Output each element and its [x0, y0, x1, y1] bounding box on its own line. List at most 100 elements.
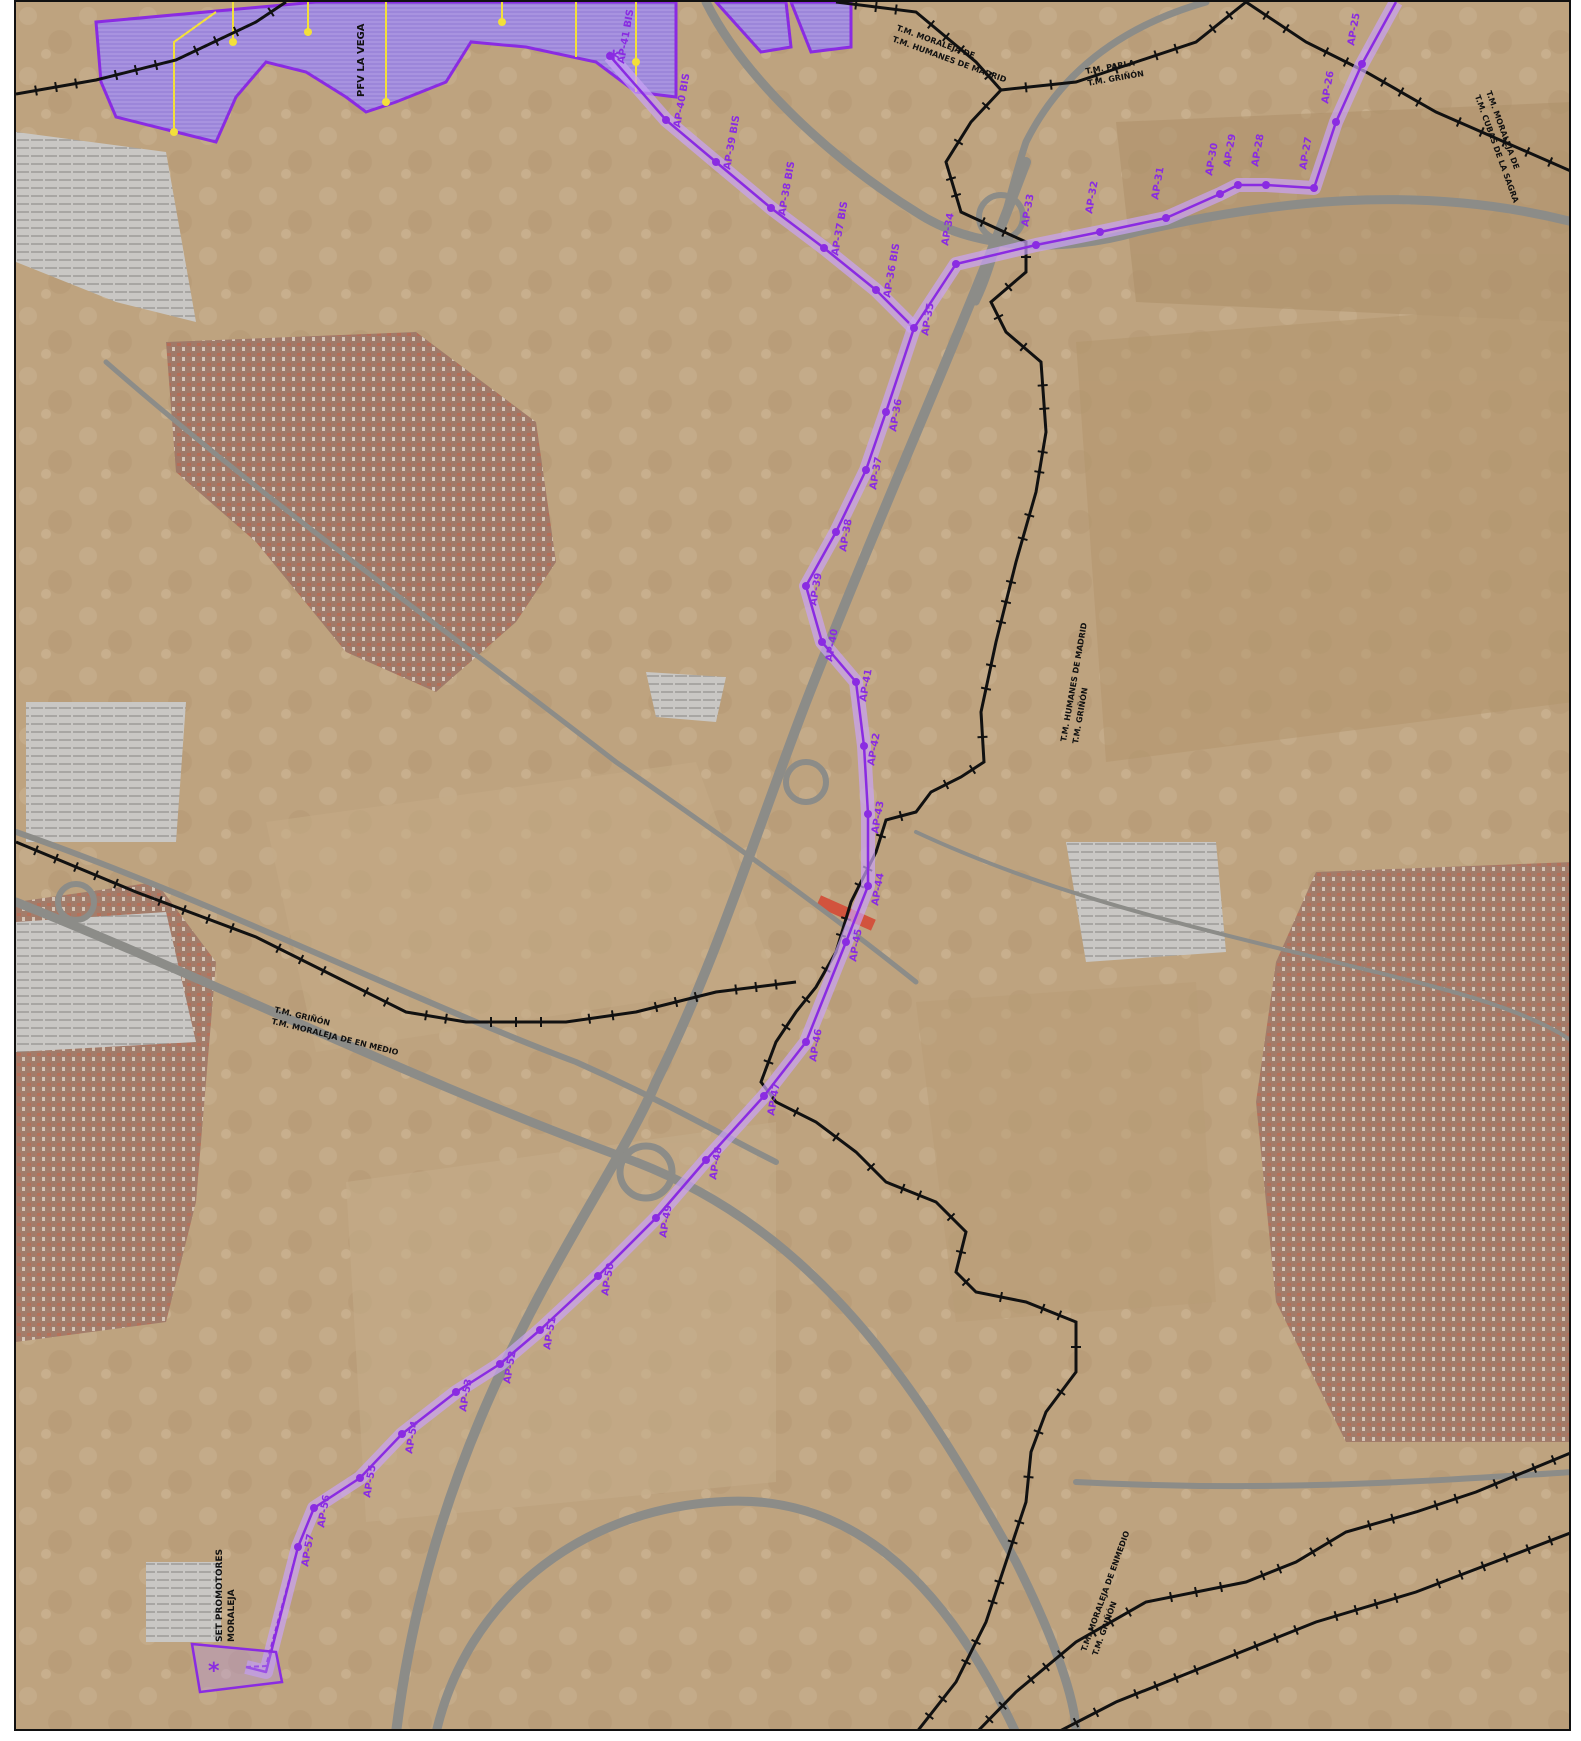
boundary-tick — [1125, 1607, 1132, 1617]
tower-node[interactable] — [1310, 184, 1318, 192]
pfv-zone[interactable]: PFV LA VEGA — [94, 2, 853, 144]
boundary-tick — [1525, 1544, 1531, 1555]
tower-node[interactable] — [842, 938, 850, 946]
tower-node[interactable] — [1162, 214, 1170, 222]
tower-node[interactable] — [594, 1272, 602, 1280]
boundary-tick — [212, 36, 220, 46]
feeder-lines — [173, 2, 637, 132]
boundary-tick — [801, 995, 811, 1004]
tower-node[interactable] — [1032, 241, 1040, 249]
boundary-tick — [955, 1249, 967, 1255]
boundary-tick — [792, 1107, 800, 1117]
roundabout-south — [616, 1142, 676, 1202]
industrial-sw — [16, 912, 196, 1052]
boundary-tick — [1415, 97, 1422, 107]
boundary-tick — [1393, 1592, 1399, 1604]
boundary-tick — [916, 1190, 923, 1201]
tower-node[interactable] — [496, 1360, 504, 1368]
boundary-tick — [899, 1183, 906, 1194]
tower-node[interactable] — [606, 52, 614, 60]
boundary-tick — [945, 176, 957, 182]
tower-node[interactable] — [536, 1326, 544, 1334]
tower-node[interactable] — [1358, 60, 1366, 68]
route-branch-east[interactable] — [912, 2, 1398, 329]
tower-node[interactable] — [818, 638, 826, 646]
boundary-tick — [1057, 1650, 1065, 1659]
boundary-tick — [987, 1599, 998, 1605]
tower-node[interactable] — [832, 528, 840, 536]
boundary-tick — [1511, 1470, 1518, 1482]
boundary-tick — [874, 2, 878, 13]
tower-node[interactable] — [702, 1156, 710, 1164]
boundary-tick — [34, 85, 38, 96]
boundary-tick — [1033, 1429, 1044, 1435]
boundary-line — [1060, 1531, 1569, 1729]
boundary-tick — [1039, 1303, 1046, 1314]
boundary-tick — [1024, 82, 1028, 93]
boundary-tick — [1219, 1581, 1223, 1593]
tower-node[interactable] — [452, 1388, 460, 1396]
pfv-zone-east-a[interactable] — [713, 2, 793, 54]
tower-node[interactable] — [1096, 228, 1104, 236]
boundary-tick — [320, 965, 327, 976]
industrial-nw — [16, 132, 196, 322]
tower-node[interactable] — [882, 408, 890, 416]
tower-node[interactable] — [652, 1214, 660, 1222]
boundary-tick — [774, 979, 778, 990]
boundary-tick — [113, 878, 119, 889]
tower-node[interactable] — [802, 1038, 810, 1046]
tower-node[interactable] — [712, 158, 720, 166]
urban-areas — [16, 132, 1569, 1642]
boundary-tick — [1092, 1707, 1100, 1718]
tower-node[interactable] — [860, 742, 868, 750]
tower-node[interactable] — [767, 204, 775, 212]
boundary-tick — [995, 619, 1007, 625]
boundary-tick — [1039, 407, 1050, 411]
tower-node[interactable] — [356, 1474, 364, 1482]
boundary-tick — [1056, 1388, 1066, 1396]
substation-marker: * — [208, 1659, 220, 1684]
boundary-tick — [181, 904, 187, 916]
boundary-tick — [1173, 43, 1179, 54]
boundary-tick — [950, 192, 962, 198]
industrial-east — [1066, 842, 1226, 962]
pfv-zone-east-b[interactable] — [789, 2, 853, 54]
tower-node[interactable] — [1262, 181, 1270, 189]
boundary-tick — [1049, 79, 1053, 90]
tower-node[interactable] — [910, 324, 918, 332]
tower-node[interactable] — [1216, 190, 1224, 198]
tower-node[interactable] — [864, 810, 872, 818]
boundary-tick — [673, 996, 679, 1008]
tower-node[interactable] — [662, 116, 670, 124]
aerial-map[interactable]: PFV LA VEGA T.M. MORALEJA DET.M. HUMANES… — [16, 2, 1571, 1731]
boundary-tick — [942, 32, 950, 42]
tower-node[interactable] — [1234, 181, 1242, 189]
boundary-tick — [1194, 1586, 1198, 1598]
tower-node[interactable] — [872, 286, 880, 294]
boundary-tick — [866, 1162, 876, 1172]
substation-outline[interactable] — [190, 1642, 284, 1694]
boundary-tick — [362, 987, 370, 997]
boundary-tick — [1480, 1561, 1487, 1572]
tower-node[interactable] — [820, 244, 828, 252]
tower-node[interactable] — [852, 678, 860, 686]
boundary-tick — [894, 4, 898, 15]
roundabout-north — [976, 192, 1026, 242]
tower-node[interactable] — [864, 882, 872, 890]
substation[interactable]: * SET PROMOTORES MORALEJA — [190, 1549, 284, 1694]
tower-node[interactable] — [802, 582, 810, 590]
tower-node[interactable] — [310, 1504, 318, 1512]
boundary-tick — [977, 735, 988, 739]
boundary-tick — [275, 943, 282, 954]
industrial-south — [146, 1562, 221, 1642]
boundary-tick — [1435, 1578, 1442, 1589]
tower-node[interactable] — [760, 1092, 768, 1100]
tower-node[interactable] — [294, 1543, 302, 1551]
tower-node[interactable] — [862, 466, 870, 474]
tower-node[interactable] — [952, 260, 960, 268]
boundary-tick — [1027, 1675, 1035, 1684]
tower-node[interactable] — [1332, 118, 1340, 126]
tower-node[interactable] — [398, 1430, 406, 1438]
